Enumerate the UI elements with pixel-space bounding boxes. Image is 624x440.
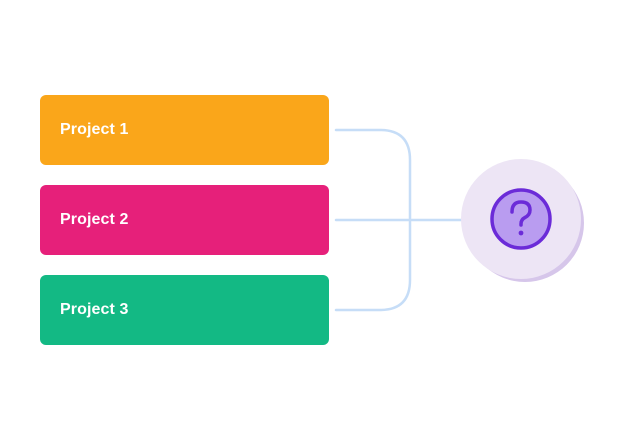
question-node	[461, 159, 585, 283]
project-card-label: Project 1	[60, 121, 129, 138]
project-card-label: Project 2	[60, 211, 129, 228]
project-card-1[interactable]: Project 1	[40, 95, 329, 165]
project-card-2[interactable]: Project 2	[40, 185, 329, 255]
project-card-3[interactable]: Project 3	[40, 275, 329, 345]
question-mark-icon	[490, 188, 552, 250]
project-card-label: Project 3	[60, 301, 129, 318]
connector-project-1	[334, 128, 412, 312]
